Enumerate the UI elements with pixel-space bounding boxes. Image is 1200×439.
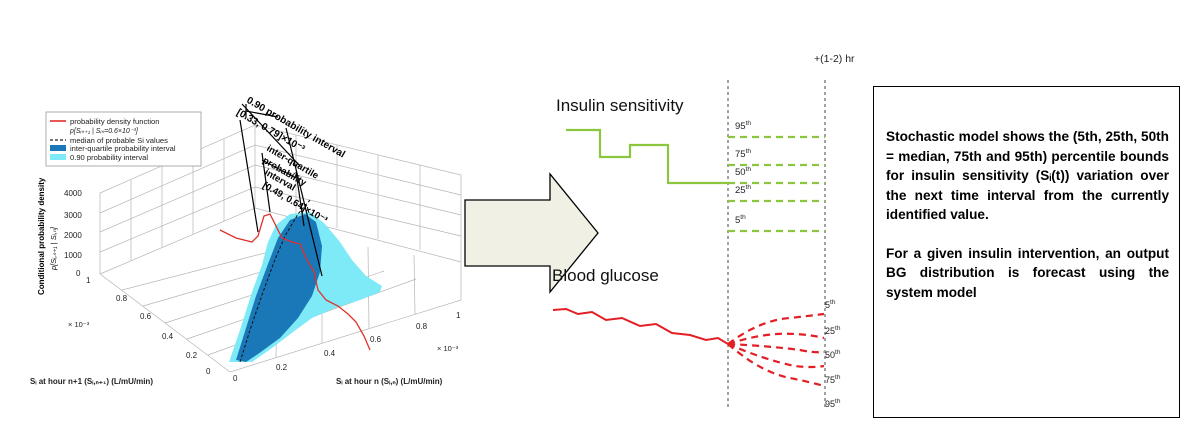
insulin-percentile-label: 75th: [735, 148, 751, 160]
y-axis-ticks: 1 0.8 0.6 0.4 0.2 0: [86, 276, 211, 376]
legend-iq-swatch: [50, 145, 66, 151]
legend-iq-label: inter-quartile probability interval: [70, 144, 176, 153]
x-tick-label: 0.6: [370, 335, 382, 344]
y-axis-label: Sᵢ at hour n+1 (Sᵢ,ₙ₊₁) (L/mU/min): [30, 377, 153, 386]
x-axis-exponent: × 10⁻³: [437, 344, 459, 353]
glucose-percentile-labels: 5th 25th 50th 75th 95th: [825, 299, 841, 409]
forecast-timeline: +(1-2) hr Insulin sensitivity 95th 75th 50…: [552, 53, 855, 410]
glucose-percentile-label: 50th: [825, 349, 841, 360]
insulin-sensitivity-title: Insulin sensitivity: [556, 96, 684, 115]
y-tick-label: 0: [206, 367, 211, 376]
pdf-curve: [219, 213, 371, 351]
y-tick-label: 1: [86, 276, 91, 285]
glucose-forecast-path: [727, 343, 825, 388]
z-axis-formula: p[Sᵢ,ₙ₊₁ | Sᵢ,ₙ]: [49, 226, 58, 271]
median-line: [239, 199, 311, 363]
explanation-box: Stochastic model shows the (5th, 25th, 5…: [873, 86, 1180, 418]
legend-ci90-label: 0.90 probability interval: [70, 153, 148, 162]
blood-glucose-title: Blood glucose: [552, 266, 659, 285]
iq-band: [236, 214, 322, 362]
insulin-percentile-label: 50th: [735, 166, 751, 178]
insulin-percentile-label: 5th: [735, 214, 746, 226]
x-tick-label: 0.8: [416, 322, 428, 331]
insulin-sensitivity-trace: [566, 128, 728, 185]
z-tick-label: 4000: [64, 189, 82, 198]
x-tick-label: 0.2: [276, 363, 288, 372]
x-tick-label: 0: [233, 374, 238, 383]
z-axis-label: Conditional probability density: [37, 177, 46, 295]
x-tick-label: 0.4: [324, 349, 336, 358]
horizon-label: +(1-2) hr: [814, 53, 855, 65]
legend-pdf-label: probability density function: [70, 117, 160, 126]
glucose-forecast-path: [727, 342, 825, 354]
y-tick-label: 0.4: [162, 332, 174, 341]
glucose-percentile-label: 5th: [825, 299, 836, 310]
explanation-paragraph-2: For a given insulin intervention, an out…: [886, 245, 1169, 300]
glucose-percentile-label: 95th: [825, 398, 841, 409]
annotation-brackets: [239, 103, 323, 277]
y-tick-label: 0.2: [186, 351, 198, 360]
explanation-paragraph-1: Stochastic model shows the (5th, 25th, 5…: [886, 129, 1169, 222]
y-tick-label: 0.6: [140, 312, 152, 321]
z-axis-ticks: 4000 3000 2000 1000 0: [64, 189, 82, 278]
legend-median-label: median of probable Si values: [70, 136, 168, 145]
glucose-percentile-label: 25th: [825, 325, 841, 336]
glucose-forecast-path: [727, 332, 825, 346]
z-tick-label: 0: [76, 269, 81, 278]
insulin-percentile-label: 95th: [735, 120, 751, 132]
glucose-forecast-fan: [727, 312, 825, 388]
z-tick-label: 2000: [64, 231, 82, 240]
x-axis-label: Sᵢ at hour n (Sᵢ,ₙ) (L/mU/min): [336, 377, 443, 386]
legend-ci90-swatch: [50, 154, 66, 160]
insulin-percentile-label: 25th: [735, 184, 751, 196]
y-axis-exponent: × 10⁻³: [68, 320, 90, 329]
insulin-percentile-labels: 95th 75th 50th 25th 5th: [735, 120, 751, 226]
insulin-percentile-bounds: [728, 135, 825, 233]
probability-3d-plot: 0.90 probability interval [0.33, 0.79]×1…: [30, 95, 462, 386]
plot-legend: probability density function p[Sᵢₙ₊₁ | S…: [45, 111, 202, 167]
y-tick-label: 0.8: [116, 294, 128, 303]
glucose-percentile-label: 75th: [825, 374, 841, 385]
x-axis-ticks: 0 0.2 0.4 0.6 0.8 1: [233, 311, 461, 383]
x-tick-label: 1: [456, 311, 461, 320]
z-tick-label: 1000: [64, 251, 82, 260]
legend-pdf-formula: p[Sᵢₙ₊₁ | Sᵢₙ=0.6×10⁻³]: [69, 128, 139, 135]
z-tick-label: 3000: [64, 211, 82, 220]
blood-glucose-trace: [552, 307, 729, 345]
transition-arrow: [464, 172, 599, 294]
